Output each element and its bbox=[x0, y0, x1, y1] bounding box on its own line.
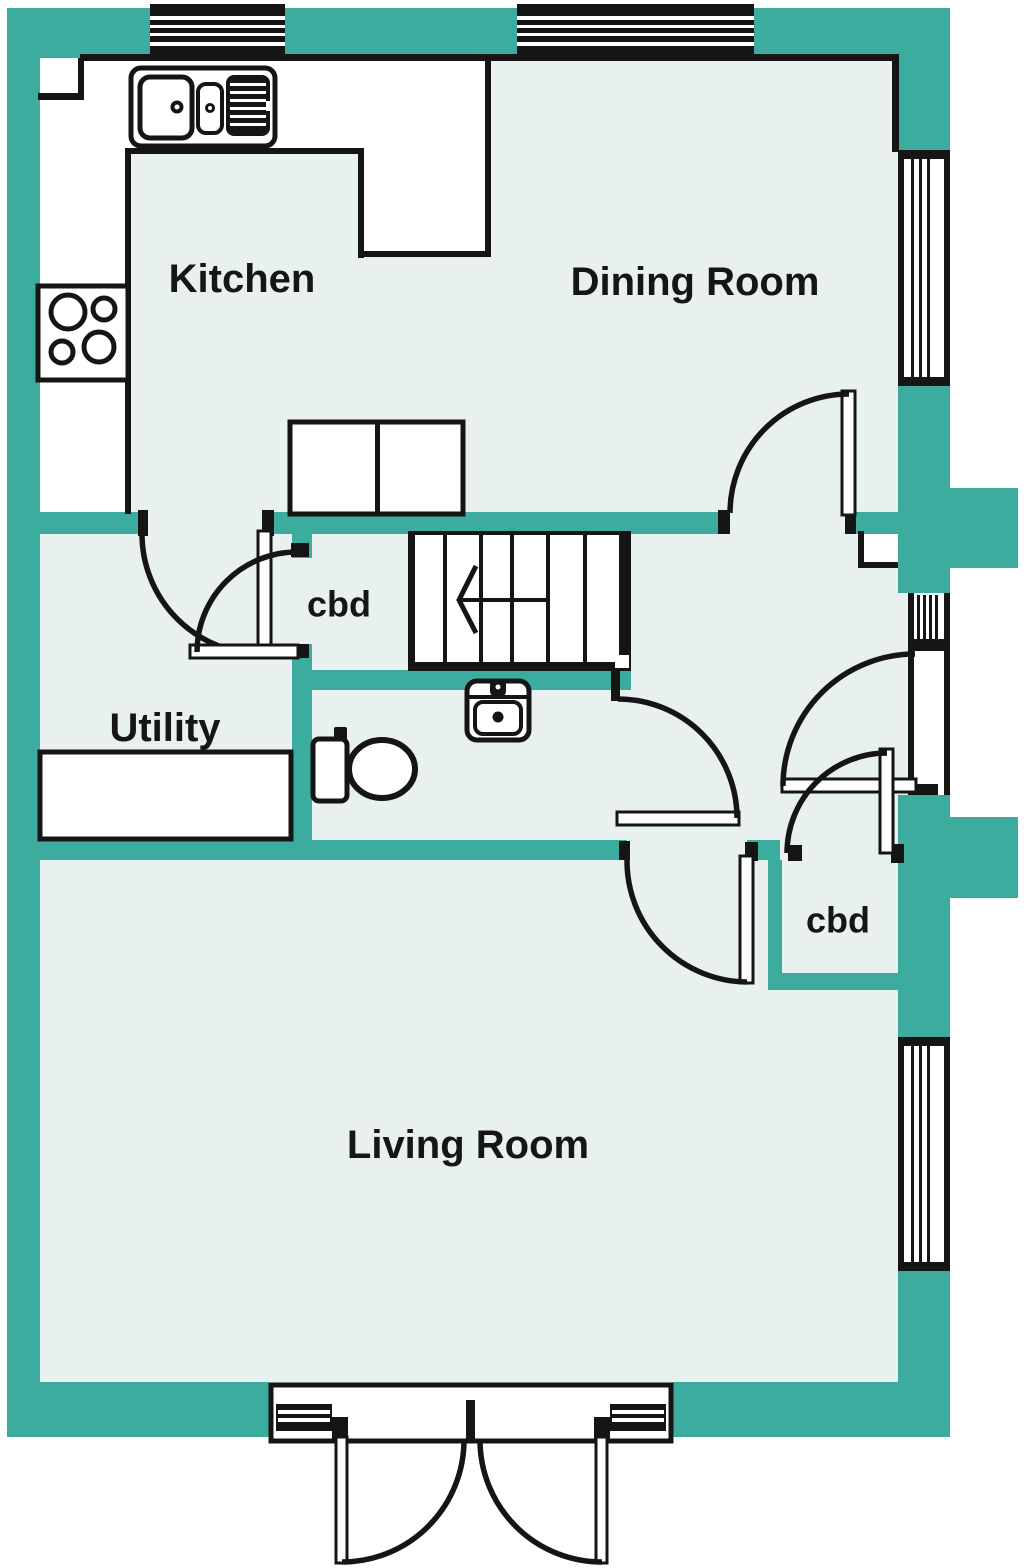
kitchen-label: Kitchen bbox=[169, 257, 316, 301]
staircase-treads bbox=[408, 531, 631, 671]
kitchen-worktop bbox=[38, 58, 491, 518]
utility-door bbox=[256, 529, 273, 655]
kitchen-unit-outline bbox=[287, 419, 466, 517]
hall-cupboard-door bbox=[188, 643, 300, 660]
kitchen-sink-icon bbox=[128, 65, 278, 149]
dining-top-window bbox=[517, 4, 754, 58]
utility-worktop bbox=[38, 750, 293, 841]
living-room-label: Living Room bbox=[347, 1123, 589, 1167]
french-door-right-leaf bbox=[594, 1435, 609, 1565]
rear-cupboard-door bbox=[878, 747, 895, 855]
wash-basin-icon bbox=[464, 678, 532, 743]
hall-cupboard-label: cbd bbox=[307, 584, 371, 625]
utility-label: Utility bbox=[109, 706, 221, 750]
external-walls bbox=[7, 8, 1018, 1437]
living-room-door bbox=[738, 854, 755, 985]
stairs-direction-arrow bbox=[456, 564, 479, 635]
internal-walls bbox=[7, 512, 950, 990]
front-door bbox=[780, 777, 918, 794]
entrance-sidelight-window bbox=[908, 593, 950, 795]
dining-room-door bbox=[840, 389, 857, 517]
dining-room-label: Dining Room bbox=[571, 260, 820, 304]
utility-worktop-outline bbox=[37, 749, 294, 842]
french-doors bbox=[268, 1382, 674, 1565]
wc-door bbox=[615, 810, 741, 827]
kitchen-window bbox=[150, 4, 285, 58]
rear-cupboard-label: cbd bbox=[806, 900, 870, 941]
doors bbox=[139, 389, 918, 985]
toilet-icon bbox=[310, 727, 418, 804]
dining-side-window bbox=[898, 150, 950, 386]
living-side-window bbox=[898, 1037, 950, 1271]
hob-icon bbox=[35, 283, 131, 383]
french-door-left-leaf bbox=[334, 1435, 349, 1565]
